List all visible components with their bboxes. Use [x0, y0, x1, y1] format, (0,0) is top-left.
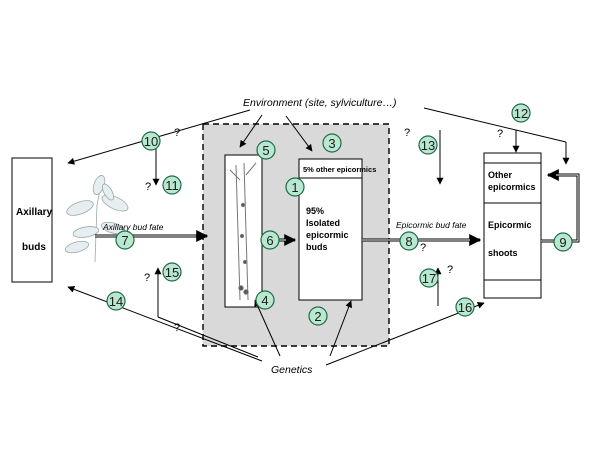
marker-9-label: 9: [559, 235, 566, 250]
marker-12-label: 12: [514, 106, 528, 121]
marker-16: 16: [455, 297, 475, 317]
question-marks: ? ? ? ? ? ? ? ?: [144, 127, 503, 334]
marker-2-label: 2: [314, 309, 321, 324]
marker-4-label: 4: [261, 293, 268, 308]
marker-15-label: 15: [165, 265, 179, 280]
marker-10-label: 10: [144, 134, 158, 149]
question-mark-2: ?: [145, 181, 151, 193]
axillary-buds-box: [11, 157, 53, 283]
marker-5-label: 5: [262, 143, 269, 158]
other-epicormics-label-1: Other: [488, 170, 513, 180]
epicormic-buds-box: [298, 158, 363, 301]
marker-13: 13: [418, 135, 438, 155]
isolated-buds-percent: 95%: [306, 206, 324, 216]
other-epicormics-label-2: epicormics: [488, 182, 536, 192]
question-mark-8: ?: [447, 264, 453, 276]
marker-10: 10: [141, 131, 161, 151]
other-epicormics-percent-label: 5% other epicormics: [303, 165, 376, 174]
epicormic-shoots-label-1: Epicormic: [488, 220, 532, 230]
isolated-buds-label-2: epicormic: [306, 230, 349, 240]
marker-5: 5: [256, 140, 276, 160]
epicormic-shoots-box: [483, 152, 542, 299]
question-mark-5: ?: [404, 127, 410, 139]
axillary-buds-label-2: buds: [22, 242, 46, 253]
marker-12: 12: [511, 103, 531, 123]
number-markers: 1 2 3 4 5 6 7 8 9 10 11 12 13 14 15 16 1…: [106, 103, 573, 326]
epicormic-shoots-label-2: shoots: [488, 248, 518, 258]
marker-15: 15: [162, 262, 182, 282]
question-mark-4: ?: [174, 322, 180, 334]
trunk-sketch: [229, 162, 257, 301]
marker-7-label: 7: [121, 233, 128, 248]
question-mark-7: ?: [420, 242, 426, 254]
question-mark-3: ?: [144, 272, 150, 284]
isolated-buds-label-3: buds: [306, 242, 328, 252]
marker-7: 7: [115, 230, 135, 250]
marker-17-label: 17: [422, 271, 436, 286]
marker-4: 4: [255, 290, 275, 310]
environment-label: Environment (site, sylviculture…): [243, 97, 396, 109]
marker-17: 17: [419, 268, 439, 288]
marker-11-label: 11: [165, 178, 179, 193]
marker-8-label: 8: [405, 234, 412, 249]
epicormic-bud-fate-label: Epicormic bud fate: [396, 220, 467, 230]
marker-3-label: 3: [328, 136, 335, 151]
trunk-image-box: [224, 154, 263, 308]
marker-9: 9: [553, 232, 573, 252]
marker-6-label: 6: [266, 233, 273, 248]
marker-11: 11: [162, 175, 182, 195]
question-mark-1: ?: [174, 127, 180, 139]
marker-6: 6: [260, 230, 280, 250]
isolated-buds-label-1: Isolated: [306, 218, 340, 228]
marker-2: 2: [308, 306, 328, 326]
marker-8: 8: [399, 231, 419, 251]
marker-16-label: 16: [458, 300, 472, 315]
marker-14-label: 14: [109, 294, 123, 309]
axillary-bud-fate-label: Axillary bud fate: [102, 222, 164, 232]
marker-3: 3: [322, 133, 342, 153]
genetics-arrows: [67, 267, 485, 366]
marker-1: 1: [285, 177, 305, 197]
marker-14: 14: [106, 291, 126, 311]
marker-13-label: 13: [421, 138, 435, 153]
genetics-label: Genetics: [271, 364, 313, 376]
leafy-shoot-sketch: [64, 175, 129, 263]
marker-1-label: 1: [291, 180, 298, 195]
question-mark-6: ?: [497, 128, 503, 140]
axillary-buds-label-1: Axillary: [16, 207, 53, 218]
